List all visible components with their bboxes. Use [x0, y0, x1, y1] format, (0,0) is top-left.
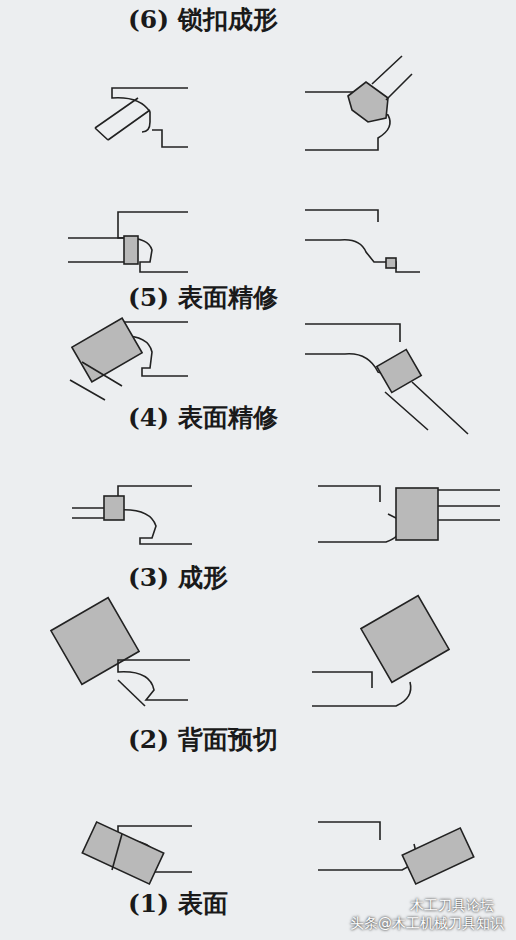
cutter-shaft: [372, 56, 412, 100]
surface-step: [82, 822, 473, 884]
cutter-arbor: [68, 238, 128, 262]
step-caption: (6) 锁扣成形: [128, 6, 278, 34]
step-caption: (2) 背面预切: [128, 726, 278, 754]
cutter: [396, 488, 438, 540]
cutter-shaft: [118, 680, 145, 706]
cutter: [124, 236, 138, 264]
cutter: [348, 82, 388, 122]
watermark: 头条@木工机械刀具知识: [350, 916, 504, 931]
forming-step: [72, 486, 500, 544]
surface-finish-step: [70, 318, 468, 434]
groove-profile: [318, 486, 401, 542]
cutter-outline: [95, 98, 150, 140]
tongue-profile: [112, 88, 188, 147]
watermark: 木工刀具论坛: [410, 898, 494, 913]
step-caption: (4) 表面精修: [128, 404, 278, 432]
tongue-profile: [118, 660, 190, 700]
groove-profile: [318, 822, 416, 870]
cutter: [82, 822, 163, 884]
cutter: [402, 828, 474, 884]
cutter-split: [112, 834, 122, 870]
cutter: [72, 318, 142, 382]
tongue-profile: [118, 212, 188, 272]
cutter: [377, 350, 421, 393]
step-caption: (3) 成形: [128, 564, 228, 592]
cutter-shaft: [70, 362, 122, 400]
cutter-arbor: [438, 490, 500, 520]
cutter: [386, 258, 396, 268]
step-caption: (1) 表面: [128, 890, 228, 918]
cutter: [361, 596, 449, 683]
cutter-shaft: [385, 382, 468, 434]
surface-finish-step: [68, 210, 420, 272]
cutter: [104, 496, 124, 520]
tongue-profile: [118, 486, 192, 544]
groove-profile: [305, 210, 420, 272]
lock-forming-step: [95, 56, 412, 150]
step-caption: (5) 表面精修: [128, 284, 278, 312]
back-precut-step: [51, 596, 449, 706]
